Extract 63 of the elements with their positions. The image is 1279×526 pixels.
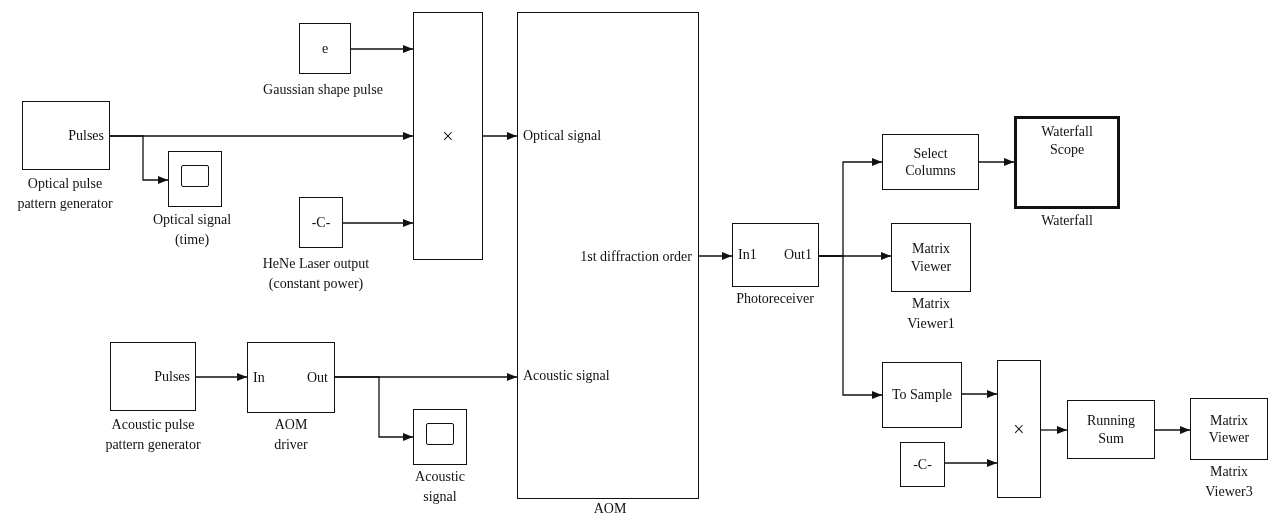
scope-block — [413, 409, 467, 465]
block-caption: AOM — [592, 500, 628, 518]
function-block — [1014, 116, 1120, 209]
block-caption: Waterfall — [1040, 212, 1094, 230]
block-label: Running Sum — [1085, 412, 1137, 447]
block-caption: Optical pulse pattern generator — [16, 175, 114, 213]
function-block — [22, 101, 110, 170]
function-block — [882, 134, 979, 190]
block-caption: Matrix Viewer3 — [1204, 463, 1254, 501]
block-caption: Acoustic signal — [414, 468, 466, 506]
arrow — [1040, 426, 1068, 434]
arrow — [1154, 426, 1191, 434]
block-label: Matrix Viewer — [1207, 411, 1251, 447]
function-block — [299, 23, 351, 74]
block-label: × — [442, 123, 454, 149]
block-label: -C- — [311, 213, 331, 232]
block-label: × — [1013, 416, 1025, 442]
block-label: e — [321, 39, 329, 58]
port-label: In1 — [738, 246, 757, 264]
arrow — [961, 390, 998, 398]
function-block — [1067, 400, 1155, 459]
arrow — [482, 132, 518, 140]
block-label: Waterfall Scope — [1040, 123, 1094, 158]
block-caption: AOM driver — [273, 416, 309, 454]
block-label: To Sample — [891, 386, 953, 404]
function-block — [247, 342, 335, 413]
block-label: Pulses — [68, 126, 104, 145]
block-caption: Matrix Viewer1 — [906, 295, 956, 333]
arrow — [334, 376, 414, 441]
scope-block — [168, 151, 222, 207]
block-caption: Photoreceiver — [735, 290, 815, 308]
function-block — [517, 12, 699, 499]
block-caption: Acoustic pulse pattern generator — [104, 416, 202, 454]
port-label: Optical signal — [523, 127, 602, 145]
port-label: Acoustic signal — [523, 367, 610, 385]
port-label: Out1 — [784, 246, 812, 264]
function-block — [997, 360, 1041, 498]
function-block — [891, 223, 971, 292]
arrow — [698, 252, 733, 260]
block-caption: Gaussian shape pulse — [263, 81, 383, 99]
function-block — [110, 342, 196, 411]
function-block — [1190, 398, 1268, 460]
block-caption: HeNe Laser output (constant power) — [261, 255, 371, 293]
port-label: In — [253, 368, 265, 387]
arrow — [350, 45, 414, 53]
block-label: Select Columns — [904, 144, 957, 180]
function-block — [413, 12, 483, 260]
arrow — [342, 219, 414, 227]
function-block — [732, 223, 819, 287]
port-label: 1st diffraction order — [580, 248, 692, 266]
block-label: -C- — [913, 455, 932, 474]
arrow — [818, 255, 883, 399]
port-label: Out — [307, 368, 328, 387]
block-caption: Optical signal (time) — [151, 211, 233, 249]
function-block — [299, 197, 343, 248]
arrow — [944, 459, 998, 467]
arrow — [195, 373, 248, 381]
block-label: Pulses — [154, 367, 190, 386]
block-label: Matrix Viewer — [909, 240, 953, 275]
arrow — [978, 158, 1015, 166]
arrow — [109, 135, 169, 184]
function-block — [882, 362, 962, 428]
function-block — [900, 442, 945, 487]
